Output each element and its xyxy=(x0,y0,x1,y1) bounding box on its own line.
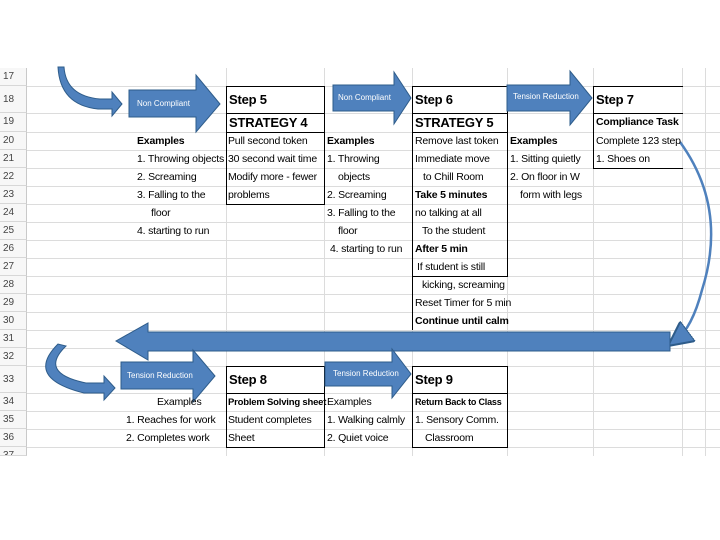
row-header-36[interactable]: 36 xyxy=(0,429,27,447)
arrow-label-tension-reduction-2: Tension Reduction xyxy=(127,371,193,380)
curved-arrow-bottom-left xyxy=(45,343,116,402)
row-header-26[interactable]: 26 xyxy=(0,240,27,258)
row-header-33[interactable]: 33 xyxy=(0,366,27,393)
row-header-29[interactable]: 29 xyxy=(0,294,27,312)
arrow-tension-reduction-3 xyxy=(324,347,412,400)
step6-line[interactable]: Take 5 minutes xyxy=(415,189,488,201)
step9-line[interactable]: 1. Sensory Comm. xyxy=(415,414,499,426)
row-header-17[interactable]: 17 xyxy=(0,68,27,86)
example-item[interactable]: form with legs xyxy=(520,189,582,201)
step8-title[interactable]: Step 8 xyxy=(229,372,267,387)
row-header-27[interactable]: 27 xyxy=(0,258,27,276)
examples-heading[interactable]: Examples xyxy=(327,135,375,147)
step5-line[interactable]: 30 second wait time xyxy=(228,153,317,165)
row-header-37[interactable]: 37 xyxy=(0,447,27,456)
step6-line[interactable]: Continue until calm xyxy=(415,315,509,327)
row-header-24[interactable]: 24 xyxy=(0,204,27,222)
step5-strategy[interactable]: STRATEGY 4 xyxy=(229,115,308,130)
example-item[interactable]: 1. Reaches for work xyxy=(126,414,216,426)
examples-heading[interactable]: Examples xyxy=(327,396,372,408)
curved-connector-right xyxy=(676,141,713,340)
row-header-19[interactable]: 19 xyxy=(0,113,27,132)
example-item[interactable]: 4. starting to run xyxy=(137,225,210,237)
step5-line[interactable]: Pull second token xyxy=(228,135,308,147)
arrow-label-tension-reduction-3: Tension Reduction xyxy=(333,369,399,378)
step6-line[interactable]: After 5 min xyxy=(415,243,468,255)
row-header-30[interactable]: 30 xyxy=(0,312,27,330)
arrow-non-compliant-1 xyxy=(128,73,221,134)
step6-title[interactable]: Step 6 xyxy=(415,92,453,107)
example-item[interactable]: 1. Throwing objects xyxy=(137,153,225,165)
row-header-25[interactable]: 25 xyxy=(0,222,27,240)
step7-line[interactable]: Complete 123 step xyxy=(596,135,681,147)
row-header-22[interactable]: 22 xyxy=(0,168,27,186)
step6-line[interactable]: If student is still xyxy=(417,261,485,273)
row-header-23[interactable]: 23 xyxy=(0,186,27,204)
row-header-20[interactable]: 20 xyxy=(0,132,27,150)
examples-heading[interactable]: Examples xyxy=(157,396,202,408)
step6-line[interactable]: Reset Timer for 5 min xyxy=(415,297,512,309)
step9-sub[interactable]: Return Back to Class xyxy=(415,397,502,407)
step7-task[interactable]: Compliance Task xyxy=(596,116,679,128)
row-header-34[interactable]: 34 xyxy=(0,393,27,411)
step8-line[interactable]: Sheet xyxy=(228,432,255,444)
arrow-label-non-compliant-1: Non Compliant xyxy=(137,99,190,108)
examples-heading[interactable]: Examples xyxy=(510,135,558,147)
arrow-non-compliant-2 xyxy=(332,70,412,126)
step6-line[interactable]: to Chill Room xyxy=(423,171,484,183)
row-header-32[interactable]: 32 xyxy=(0,348,27,366)
row-header-35[interactable]: 35 xyxy=(0,411,27,429)
arrow-tension-reduction-1 xyxy=(506,69,593,127)
example-item[interactable]: 2. Completes work xyxy=(126,432,210,444)
arrow-long-left xyxy=(115,322,671,361)
example-item[interactable]: 3. Falling to the xyxy=(327,207,396,219)
example-item[interactable]: 1. Sitting quietly xyxy=(510,153,581,165)
step9-line[interactable]: Classroom xyxy=(425,432,474,444)
example-item[interactable]: 1. Walking calmly xyxy=(327,414,405,426)
step6-line[interactable]: Remove last token xyxy=(415,135,499,147)
arrow-label-tension-reduction-1: Tension Reduction xyxy=(513,92,579,101)
step5-title[interactable]: Step 5 xyxy=(229,92,267,107)
example-item[interactable]: floor xyxy=(151,207,171,219)
arrow-tension-reduction-2 xyxy=(120,348,216,404)
row-header-28[interactable]: 28 xyxy=(0,276,27,294)
example-item[interactable]: 1. Throwing xyxy=(327,153,380,165)
step7-line[interactable]: 1. Shoes on xyxy=(596,153,650,165)
step6-strategy[interactable]: STRATEGY 5 xyxy=(415,115,494,130)
step6-line[interactable]: kicking, screaming xyxy=(422,279,505,291)
example-item[interactable]: 2. On floor in W xyxy=(510,171,580,183)
example-item[interactable]: 4. starting to run xyxy=(330,243,403,255)
step9-title[interactable]: Step 9 xyxy=(415,372,453,387)
step5-line[interactable]: Modify more - fewer xyxy=(228,171,317,183)
example-item[interactable]: 2. Screaming xyxy=(137,171,197,183)
step8-sheet[interactable]: Problem Solving sheet xyxy=(228,397,327,408)
arrow-label-non-compliant-2: Non Compliant xyxy=(338,93,391,102)
example-item[interactable]: 2. Screaming xyxy=(327,189,387,201)
example-item[interactable]: floor xyxy=(338,225,358,237)
example-item[interactable]: 2. Quiet voice xyxy=(327,432,389,444)
row-header-31[interactable]: 31 xyxy=(0,330,27,348)
step8-line[interactable]: Student completes xyxy=(228,414,312,426)
example-item[interactable]: objects xyxy=(338,171,370,183)
example-item[interactable]: 3. Falling to the xyxy=(137,189,206,201)
step6-line[interactable]: To the student xyxy=(422,225,486,237)
row-header-21[interactable]: 21 xyxy=(0,150,27,168)
curved-arrow-top-left xyxy=(57,66,123,118)
step6-line[interactable]: Immediate move xyxy=(415,153,490,165)
row-header-18[interactable]: 18 xyxy=(0,86,27,113)
step7-title[interactable]: Step 7 xyxy=(596,92,634,107)
examples-heading[interactable]: Examples xyxy=(137,135,185,147)
step5-line[interactable]: problems xyxy=(228,189,270,201)
step6-line[interactable]: no talking at all xyxy=(415,207,482,219)
